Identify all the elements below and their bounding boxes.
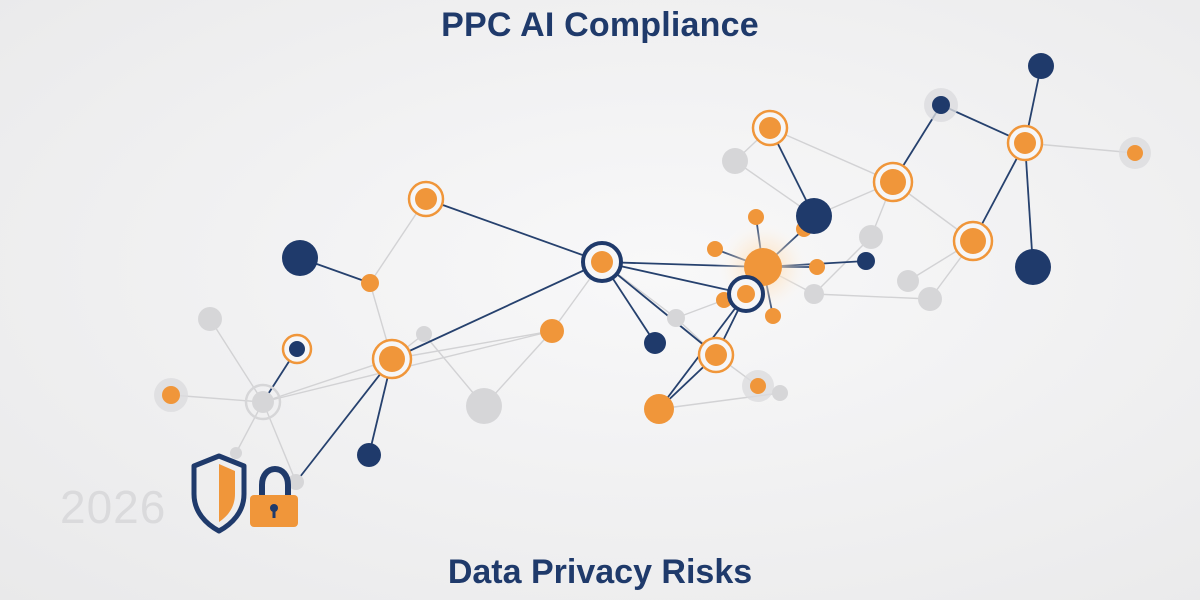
node-g13 [772,385,788,401]
link-o6-o9 [391,330,553,360]
node-s1 [748,209,764,225]
node-o9 [540,319,564,343]
node-o11 [154,378,188,412]
node-n3 [924,88,958,122]
nodes [154,53,1151,490]
node-g10 [244,383,282,421]
link-g2-g5 [813,236,872,295]
node-n8 [281,333,313,365]
node-o6 [371,338,413,380]
node-o8 [361,274,379,292]
diagram-title: PPC AI Compliance [441,6,759,44]
node-n1 [282,240,318,276]
node-g9 [466,388,502,424]
node-o10 [644,394,674,424]
node-s3 [707,241,723,257]
link-g10-g12 [262,401,297,483]
node-n6 [1015,249,1051,285]
padlock-icon [250,465,298,527]
node-s4 [809,259,825,275]
node-g2 [859,225,883,249]
link-o2-o3 [769,127,894,183]
node-g4 [918,287,942,311]
link-g5-g4 [813,293,931,300]
node-o12 [742,370,774,402]
node-o7 [697,336,735,374]
node-g3 [897,270,919,292]
node-g1 [722,148,748,174]
node-o1 [407,180,445,218]
link-o6-g12 [295,358,393,483]
link-hub-o6 [391,261,603,360]
node-o3 [872,161,914,203]
link-o4-n6 [1024,142,1034,268]
node-o13 [1119,137,1151,169]
light-links [170,104,1136,483]
node-g6 [667,309,685,327]
node-hub [581,241,623,283]
node-n7 [644,332,666,354]
node-n5 [857,252,875,270]
node-g7 [198,307,222,331]
node-o5 [952,220,994,262]
node-o2 [751,109,789,147]
node-g5 [804,284,824,304]
node-s6 [765,308,781,324]
link-g10-g7 [209,318,264,403]
shield-icon [191,453,247,534]
year-watermark: 2026 [60,481,167,533]
node-o4 [1006,124,1044,162]
node-g8 [416,326,432,342]
link-o4-o13 [1024,142,1136,154]
node-g11 [230,447,242,459]
diagram-subtitle: Data Privacy Risks [447,553,753,591]
node-sun [744,248,782,286]
node-n9 [357,443,381,467]
node-n4 [796,198,832,234]
link-g10-o6 [262,358,393,403]
node-g12 [288,474,304,490]
node-s7 [727,275,765,313]
link-hub-o7 [601,261,717,356]
security-badge [191,453,298,534]
node-n2 [1028,53,1054,79]
link-o1-hub [425,198,603,263]
